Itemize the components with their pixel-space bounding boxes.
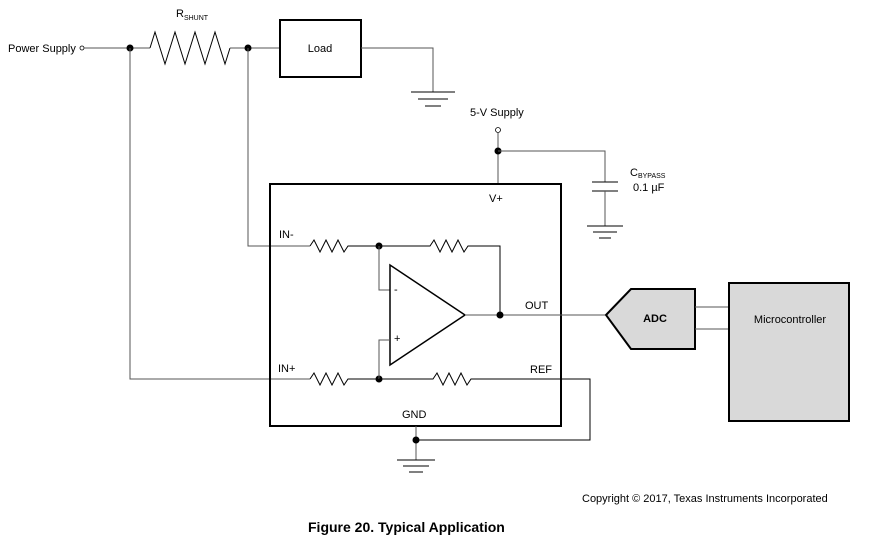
in-plus-pin-label: IN+: [278, 363, 295, 375]
in-minus-pin-label: IN-: [279, 229, 294, 241]
power-supply-line: Power Supply: [8, 43, 150, 55]
load-label: Load: [308, 43, 332, 55]
reference-resistor: [379, 371, 591, 441]
in-minus-wire: [247, 48, 310, 247]
junction-dot: [496, 311, 504, 319]
opamp-minus-label: -: [394, 284, 398, 296]
input-resistor-pos: [309, 371, 379, 387]
cbypass-value: 0.1 µF: [633, 182, 665, 194]
feedback-resistor: [379, 238, 501, 315]
opamp-plus-label: +: [394, 333, 400, 345]
supply-5v-label: 5-V Supply: [470, 107, 524, 119]
supply-5v-terminal: [495, 127, 501, 133]
ref-pin-label: REF: [530, 364, 552, 376]
load-block: Load: [279, 19, 455, 107]
microcontroller-label: Microcontroller: [754, 314, 826, 326]
opamp-triangle: [389, 263, 467, 367]
input-resistor-neg: [309, 238, 379, 254]
cbypass-label: CBYPASS: [630, 167, 666, 180]
adc-block: ADC: [604, 288, 729, 350]
supply-5v: 5-V Supply CBYPASS 0.1 µF: [470, 107, 666, 239]
power-supply-terminal: [79, 45, 85, 51]
amplifier-ic: V+ IN- IN+ OUT REF GND - +: [269, 183, 606, 441]
out-pin-label: OUT: [525, 300, 549, 312]
power-supply-label: Power Supply: [8, 43, 76, 55]
gnd-pin-label: GND: [402, 409, 427, 421]
junction-dot: [412, 436, 420, 444]
copyright-text: Copyright © 2017, Texas Instruments Inco…: [582, 493, 828, 505]
in-plus-wire: [129, 48, 310, 380]
adc-shape: [604, 288, 696, 350]
adc-label: ADC: [643, 313, 667, 325]
rshunt-label: RSHUNT: [176, 8, 209, 22]
microcontroller-box: [728, 282, 850, 422]
figure-caption: Figure 20. Typical Application: [308, 519, 505, 535]
ground-node: [397, 426, 435, 473]
shunt-resistor: RSHUNT: [149, 8, 280, 66]
vplus-pin-label: V+: [489, 193, 503, 205]
microcontroller-block: Microcontroller: [728, 282, 850, 422]
